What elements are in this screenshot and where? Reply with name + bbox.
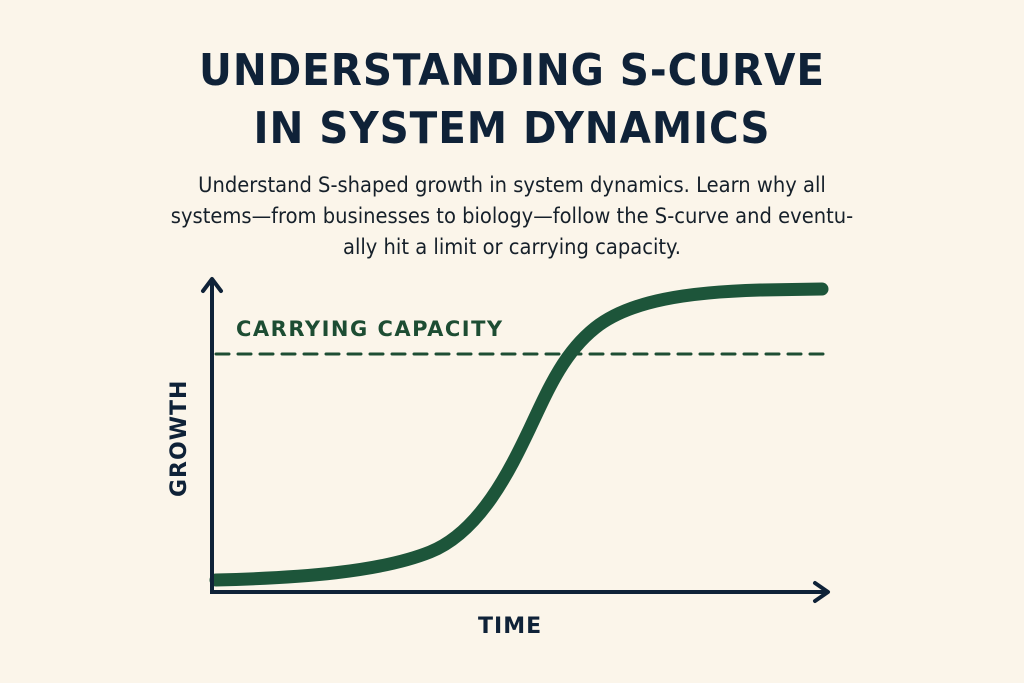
subtitle-line-1: Understand S-shaped growth in system dyn… [198,173,826,197]
x-axis-label: TIME [478,614,542,639]
page-title: UNDERSTANDING S-CURVE IN SYSTEM DYNAMICS [41,42,983,158]
carrying-capacity-label: CARRYING CAPACITY [236,317,504,341]
y-axis [201,277,223,594]
subtitle-line-3: ally hit a limit or carrying capacity. [342,235,682,259]
y-axis-arrow-icon [201,277,223,293]
y-axis-label: GROWTH [167,380,192,497]
s-curve-line [209,282,829,587]
page-subtitle: Understand S-shaped growth in system dyn… [140,170,884,263]
x-axis-arrow-icon [813,581,830,603]
title-line-2: IN SYSTEM DYNAMICS [253,103,771,154]
title-line-1: UNDERSTANDING S-CURVE [199,45,825,96]
subtitle-line-2: systems—from businesses to biology—follo… [170,204,854,228]
x-axis [210,581,830,603]
